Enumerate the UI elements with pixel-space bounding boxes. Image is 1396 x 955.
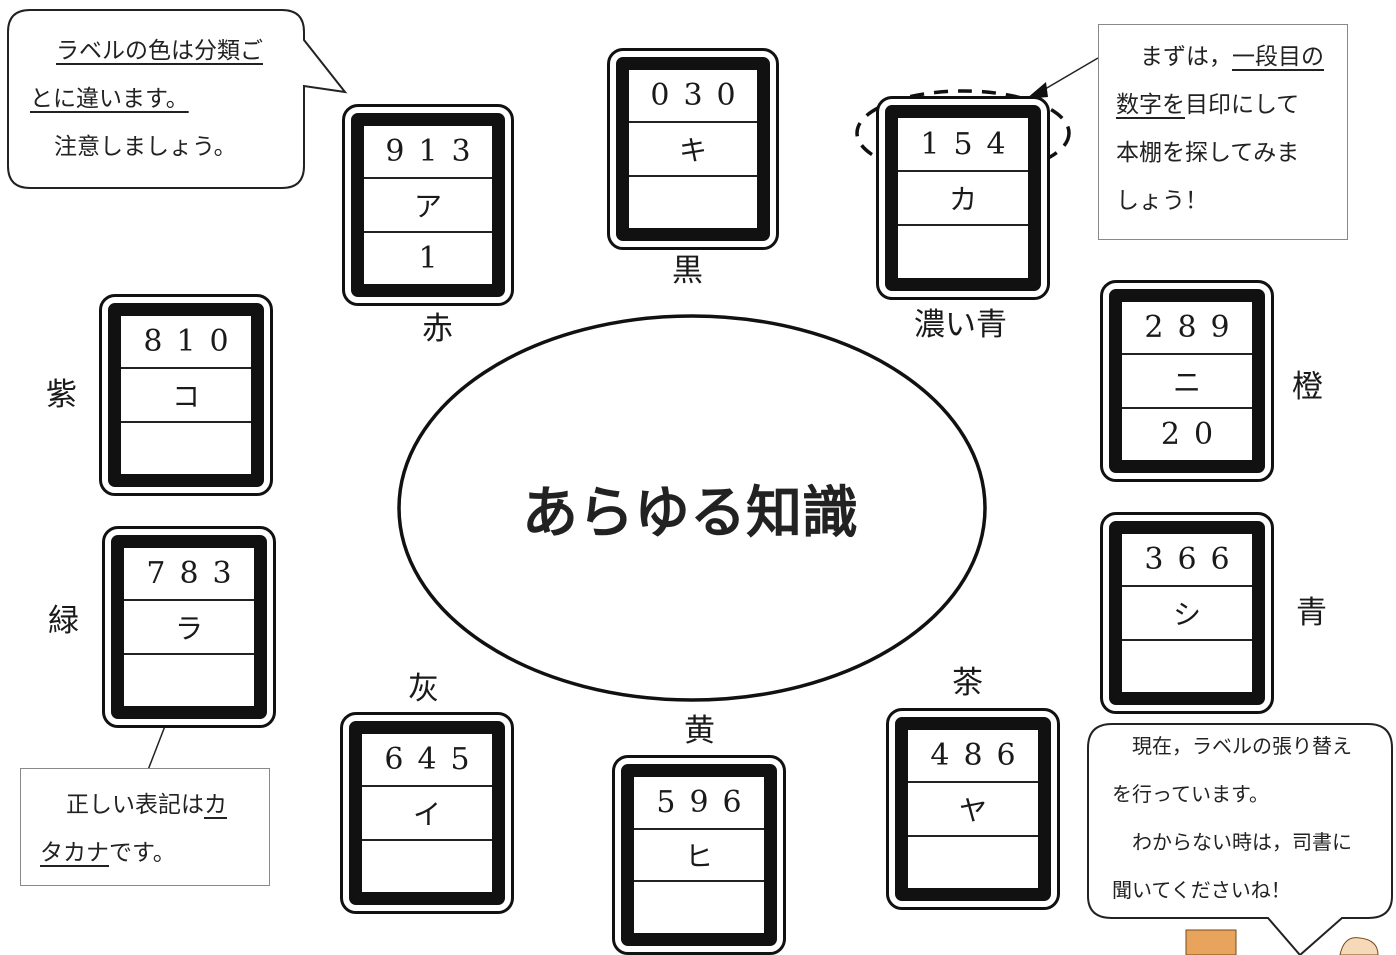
- spine-kana: ニ: [1122, 353, 1252, 406]
- note-topright-line4: しょう！: [1116, 188, 1208, 214]
- color-label-orange: 橙: [1292, 369, 1323, 405]
- spine-kana: キ: [629, 121, 757, 174]
- spine-kana: シ: [1122, 585, 1252, 638]
- note-topright-line2a: 数字を: [1116, 92, 1185, 118]
- bubble-bottomright-line2: を行っています。: [1112, 782, 1269, 806]
- note-bottomleft-line2a: タカナ: [40, 840, 109, 866]
- note-topright-line1a: まずは，: [1140, 44, 1232, 70]
- decor-hand: [1339, 937, 1379, 955]
- spine-kana: ヤ: [908, 781, 1038, 834]
- color-label-yellow: 黄: [684, 713, 715, 749]
- color-label-gray: 灰: [408, 671, 439, 707]
- spine-kana: コ: [121, 367, 251, 420]
- spine-black: 030 キ: [607, 48, 779, 250]
- spine-blue: 366 シ: [1100, 512, 1274, 714]
- spine-darkblue: 154 カ: [876, 96, 1050, 300]
- spine-number: 810: [143, 324, 243, 360]
- spine-kana: ヒ: [634, 827, 764, 881]
- spine-volume: [898, 224, 1028, 278]
- spine-volume: 1: [364, 230, 492, 284]
- arrow-head-topright: [1026, 82, 1048, 99]
- bubble-bottomright-line1: 現在，ラベルの張り替え: [1132, 734, 1352, 758]
- spine-volume: [629, 174, 757, 228]
- bubble-topleft-line3: 注意しましょう。: [54, 134, 237, 160]
- color-label-green: 緑: [48, 603, 79, 639]
- speech-bubble-topleft: [7, 9, 348, 189]
- center-ellipse: [397, 314, 987, 702]
- spine-volume: [124, 652, 254, 706]
- spine-purple: 810 コ: [99, 294, 273, 496]
- spine-number: 366: [1144, 542, 1244, 578]
- spine-green: 783 ラ: [102, 526, 276, 728]
- spine-number: 486: [930, 738, 1030, 774]
- note-topright-line3: 本棚を探してみま: [1116, 140, 1300, 166]
- note-bottomleft-line1a: 正しい表記は: [66, 792, 204, 818]
- note-bottomleft-line1: 正しい表記はカ: [66, 794, 227, 817]
- spine-number: 913: [385, 134, 485, 170]
- spine-volume: 20: [1122, 406, 1252, 460]
- note-topright-line1: まずは，一段目の: [1140, 46, 1324, 69]
- center-title: あらゆる知識: [522, 481, 858, 546]
- spine-gray: 645 イ: [340, 712, 514, 914]
- note-bottomleft-line2: タカナです。: [40, 842, 176, 865]
- spine-number: 645: [384, 742, 484, 778]
- spine-brown: 486 ヤ: [886, 708, 1060, 910]
- spine-kana: イ: [362, 785, 492, 838]
- bubble-bottomright-line3: わからない時は，司書に: [1132, 830, 1352, 854]
- note-bottomleft-line1b: カ: [204, 792, 227, 818]
- note-topright-line2b: 目印にして: [1185, 92, 1300, 118]
- decor-figure: [1185, 929, 1237, 955]
- color-label-brown: 茶: [952, 665, 983, 701]
- spine-number: 030: [650, 78, 750, 114]
- spine-volume: [362, 838, 492, 892]
- bubble-topleft-line1: ラベルの色は分類ご: [56, 38, 263, 64]
- spine-number: 783: [146, 556, 246, 592]
- color-label-blue: 青: [1296, 595, 1327, 631]
- note-topright-line1b: 一段目の: [1232, 44, 1324, 70]
- spine-number: 289: [1144, 310, 1244, 346]
- bubble-bottomright-line4: 聞いてくださいね！: [1112, 878, 1291, 902]
- color-label-darkblue: 濃い青: [914, 307, 1007, 343]
- spine-kana: ラ: [124, 599, 254, 652]
- spine-volume: [634, 880, 764, 933]
- color-label-purple: 紫: [46, 377, 77, 413]
- color-label-black: 黒: [672, 253, 703, 289]
- speech-bubble-bottomright: [1087, 723, 1393, 955]
- spine-number: 154: [920, 126, 1020, 162]
- color-label-red: 赤: [422, 311, 453, 347]
- spine-volume: [121, 420, 251, 474]
- arrow-line-topright: [1039, 57, 1099, 93]
- spine-number: 596: [656, 784, 756, 820]
- note-bottomleft-line2b: です。: [109, 840, 176, 866]
- spine-orange: 289 ニ 20: [1100, 280, 1274, 482]
- note-box-bottomleft: [20, 768, 270, 886]
- note-topright-line2: 数字を目印にして: [1116, 94, 1299, 117]
- spine-kana: カ: [898, 170, 1028, 224]
- spine-volume: [908, 834, 1038, 888]
- spine-red: 913 ア 1: [342, 104, 514, 306]
- spine-yellow: 596 ヒ: [612, 755, 786, 955]
- note-box-topright: [1098, 24, 1348, 240]
- spine-kana: ア: [364, 177, 492, 230]
- spine-volume: [1122, 638, 1252, 692]
- bubble-topleft-line2: とに違います。: [30, 86, 189, 112]
